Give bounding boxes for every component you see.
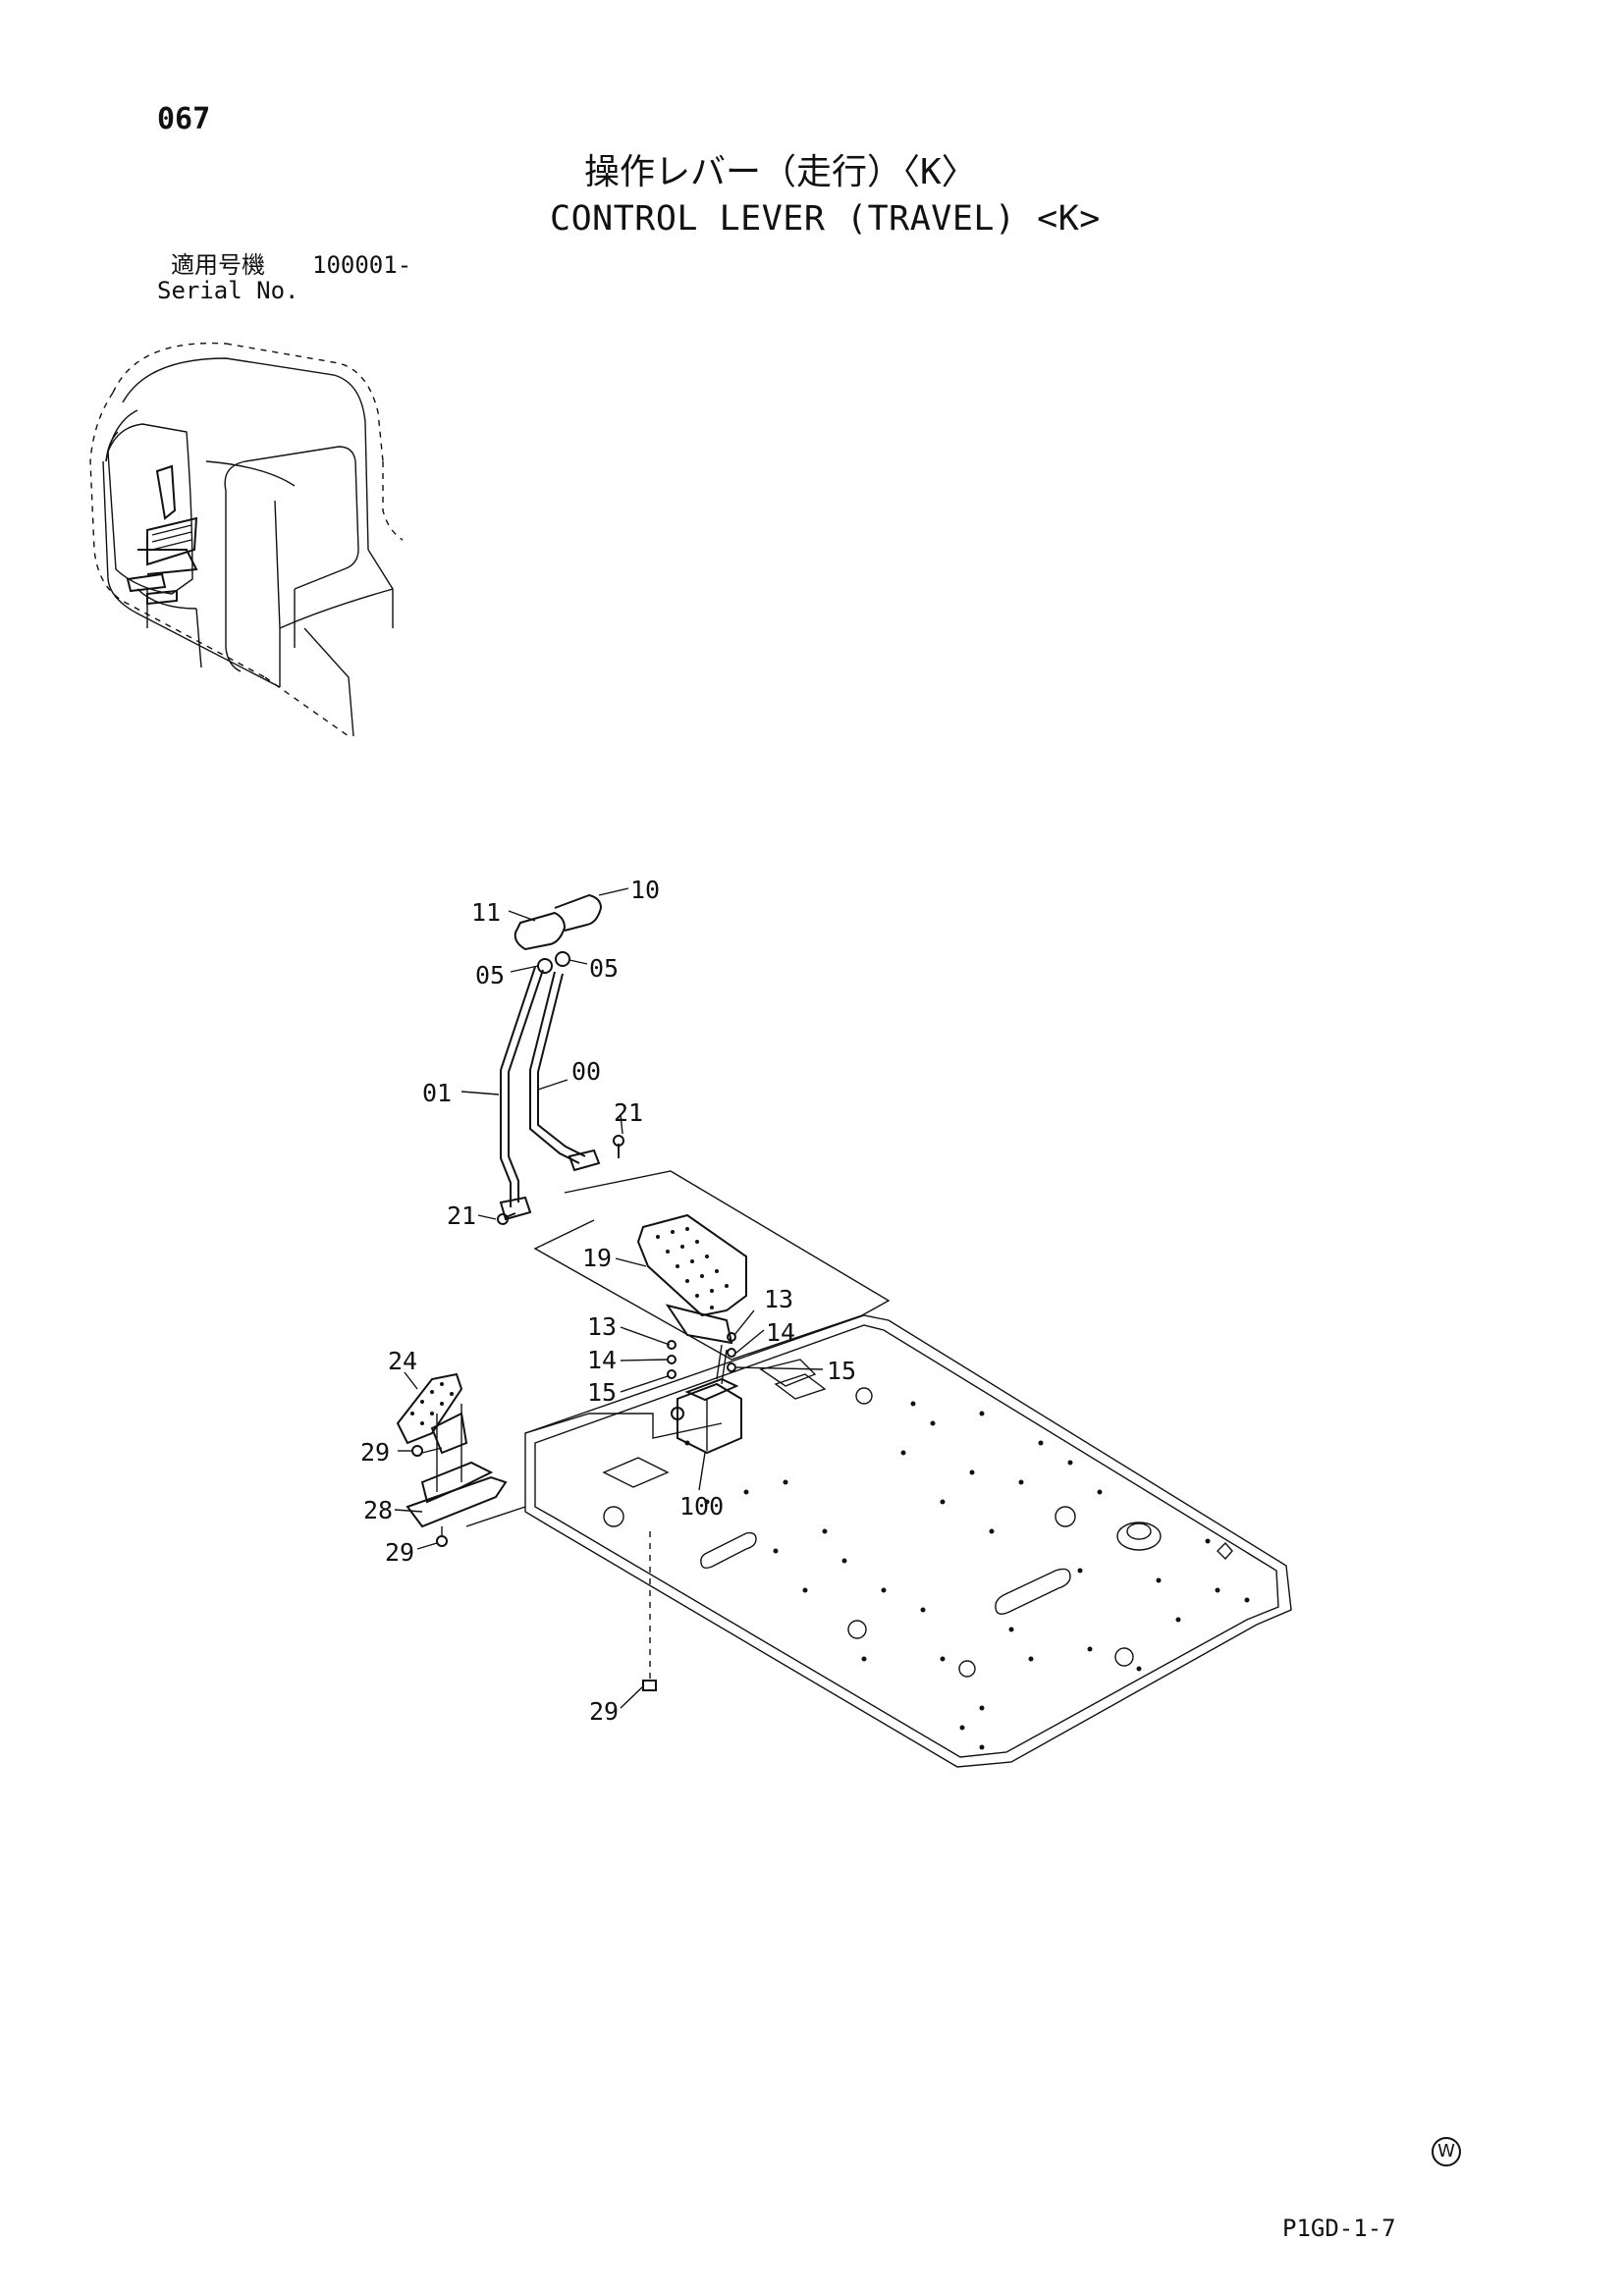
travel-levers <box>499 893 603 1221</box>
callout-label: 11 <box>471 898 501 927</box>
pedal-24 <box>396 1372 508 1528</box>
callout-label: 29 <box>360 1438 390 1467</box>
title-japanese: 操作レバー（走行）〈K〉 <box>584 152 977 192</box>
pedal-19-texture <box>656 1227 729 1309</box>
w-stamp-icon: W <box>1432 2137 1461 2166</box>
fasteners <box>411 1135 736 1691</box>
page-number: 067 <box>157 102 211 136</box>
callout-label: 00 <box>571 1057 601 1086</box>
callout-label: 15 <box>827 1357 856 1385</box>
serial-range: 100001- <box>312 251 412 279</box>
callout-label: 28 <box>363 1496 393 1524</box>
callouts <box>394 887 824 1709</box>
callout-label: 14 <box>587 1346 617 1374</box>
callout-labels: 11 10 05 05 01 00 21 21 19 13 13 14 14 1… <box>360 876 856 1726</box>
pedal-24-texture <box>410 1382 454 1425</box>
cab-illustration <box>89 342 404 737</box>
callout-label: 100 <box>679 1492 724 1521</box>
drawing-code: P1GD-1-7 <box>1282 2215 1396 2242</box>
title-english: CONTROL LEVER (TRAVEL) <K> <box>550 199 1101 239</box>
cab-lever-sketch <box>126 464 198 606</box>
pedal-group <box>533 1170 891 1361</box>
callout-label: 13 <box>764 1285 793 1313</box>
floor-plate <box>524 1314 1292 1768</box>
callout-label: 21 <box>447 1201 476 1230</box>
serial-label-japanese: 適用号機 <box>171 251 265 279</box>
callout-label: 19 <box>582 1244 612 1272</box>
callout-label: 21 <box>614 1098 643 1127</box>
callout-label: 14 <box>766 1318 795 1347</box>
callout-label: 10 <box>630 876 660 904</box>
callout-label: 01 <box>422 1079 452 1107</box>
callout-label: 24 <box>388 1347 417 1375</box>
callout-label: 05 <box>475 961 505 989</box>
floor-holes <box>684 1401 1250 1750</box>
callout-label: 29 <box>385 1538 414 1567</box>
callout-label: 05 <box>589 954 619 983</box>
callout-label: 29 <box>589 1697 619 1726</box>
pilot-valve <box>671 1344 742 1455</box>
callout-label: 13 <box>587 1312 617 1341</box>
assembly-outline <box>465 1413 723 1527</box>
serial-label-english: Serial No. <box>157 277 299 304</box>
callout-label: 15 <box>587 1378 617 1407</box>
